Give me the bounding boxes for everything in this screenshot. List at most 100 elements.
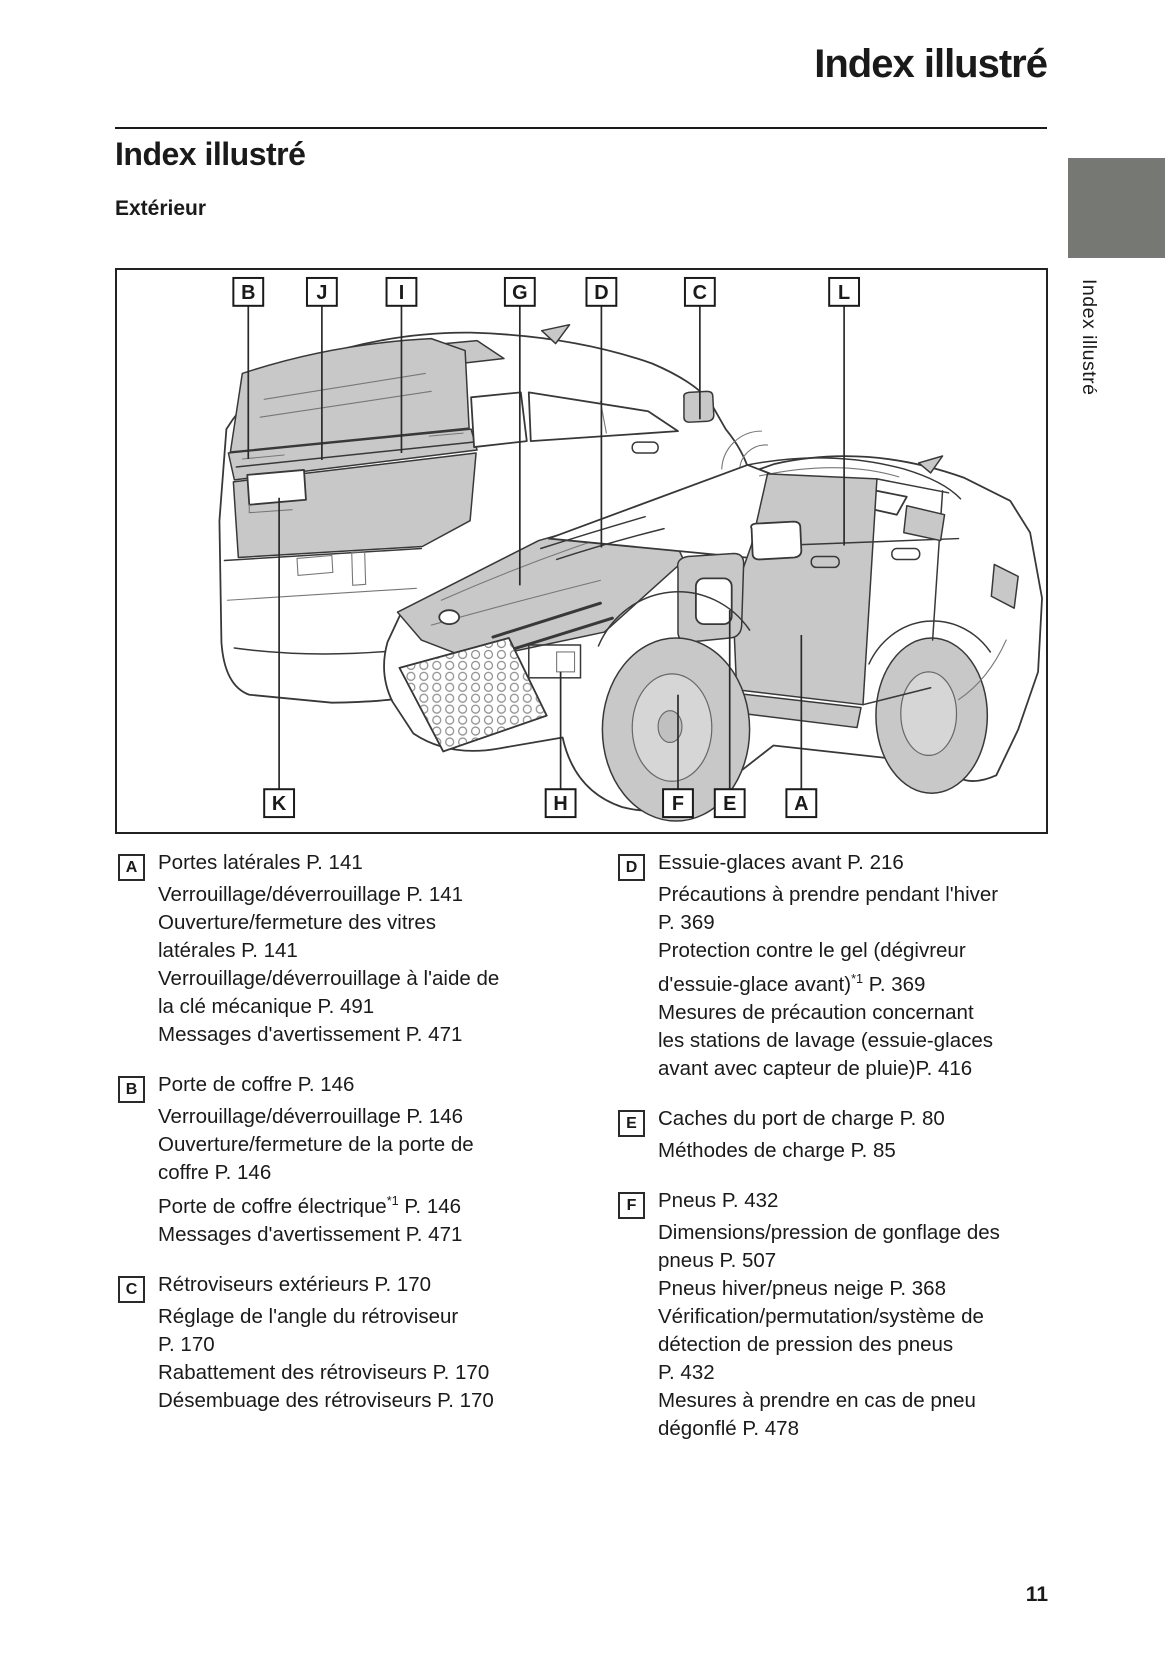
- chapter-tab-vertical-label: Index illustré: [1078, 279, 1100, 396]
- item-line: dégonflé P. 478: [618, 1415, 1098, 1443]
- rear-door-handle: [891, 547, 921, 561]
- item-line: Verrouillage/déverrouillage à l'aide de: [118, 965, 598, 993]
- callout-letter-F: F: [672, 793, 684, 815]
- item-line: Précautions à prendre pendant l'hiver: [618, 881, 1098, 909]
- callout-letter-I: I: [399, 282, 405, 304]
- callout-box-B: [232, 276, 265, 307]
- item-line: P. 432: [618, 1359, 1098, 1387]
- taillight: [990, 563, 1019, 609]
- callout-letter-K: K: [272, 793, 287, 815]
- callout-letter-H: H: [553, 793, 567, 815]
- item-letter-badge: D: [618, 854, 645, 881]
- item-line: Messages d'avertissement P. 471: [118, 1221, 598, 1249]
- item-line-text: Ouverture/fermeture des vitres: [158, 911, 436, 934]
- callout-letter-L: L: [838, 282, 850, 304]
- item-line: détection de pression des pneus: [618, 1331, 1098, 1359]
- item-line: Pneus hiver/pneus neige P. 368: [618, 1275, 1098, 1303]
- callout-letter-E: E: [723, 793, 736, 815]
- item-line-text: Précautions à prendre pendant l'hiver: [658, 883, 999, 906]
- item-line-text: dégonflé P. 478: [658, 1416, 799, 1440]
- callout-box-E: [713, 788, 746, 819]
- item-line-text: la clé mécanique P. 491: [158, 995, 375, 1018]
- rear-pillar-garnish: [903, 504, 946, 542]
- item-line: latérales P. 141: [118, 937, 598, 965]
- item-line-text: Porte de coffre électrique*1 P. 146: [158, 1193, 462, 1218]
- item-line: pneus P. 507: [618, 1247, 1098, 1275]
- rear-window: [229, 337, 470, 453]
- item-line-text: Vérification/permutation/système de: [658, 1304, 984, 1328]
- item-line: Porte de coffre électrique*1 P. 146: [118, 1187, 598, 1221]
- item-line-text: P. 369: [658, 911, 715, 934]
- callout-box-H: [544, 788, 577, 819]
- exterior-figure: B J I G D C L K H F E A: [115, 268, 1048, 834]
- item-line: P. 170: [118, 1331, 598, 1359]
- item-line: Mesures à prendre en cas de pneu: [618, 1387, 1098, 1415]
- item-letter-badge: C: [118, 1275, 145, 1303]
- item-line: avant avec capteur de pluie)P. 416: [618, 1055, 1098, 1083]
- item-line: Mesures de précaution concernant: [618, 999, 1098, 1027]
- item-line-text: Verrouillage/déverrouillage à l'aide de: [158, 967, 500, 990]
- item-line-text: Messages d'avertissement P. 471: [158, 1023, 463, 1046]
- item-line-text: P. 170: [158, 1332, 215, 1356]
- chapter-tab-marker: [1068, 158, 1165, 258]
- callout-letter-G: G: [512, 282, 527, 304]
- callout-letter-C: C: [693, 282, 707, 304]
- item-line-text: Rabattement des rétroviseurs P. 170: [158, 1360, 490, 1384]
- item-line-text: Verrouillage/déverrouillage P. 146: [158, 1105, 464, 1128]
- callout-box-J: [305, 276, 338, 307]
- callout-letter-B: B: [241, 282, 255, 304]
- brand-emblem: [438, 609, 461, 626]
- callout-box-K: [263, 788, 296, 819]
- callout-box-G: [503, 276, 536, 307]
- callout-letter-D: D: [594, 282, 608, 304]
- item-line-text: Désembuage des rétroviseurs P. 170: [158, 1388, 494, 1412]
- item-line: les stations de lavage (essuie-glaces: [618, 1027, 1098, 1055]
- item-line-text: Portes latérales P. 141: [158, 851, 363, 874]
- callout-box-I: [385, 276, 418, 307]
- item-line-text: latérales P. 141: [158, 939, 298, 962]
- item-line-text: Pneus hiver/pneus neige P. 368: [658, 1276, 946, 1300]
- item-line: B Porte de coffre P. 146: [118, 1071, 598, 1103]
- rear-car-illustration: [218, 323, 769, 704]
- subsection-title: Extérieur: [115, 197, 207, 220]
- item-line-text: pneus P. 507: [658, 1248, 777, 1272]
- page-number: 11: [1025, 1583, 1048, 1606]
- charge-port-lid: [694, 577, 733, 626]
- item-line-text: Verrouillage/déverrouillage P. 141: [158, 883, 464, 906]
- item-line: Protection contre le gel (dégivreur: [618, 937, 1098, 965]
- callout-letter-A: A: [794, 793, 808, 815]
- item-line-text: Mesures à prendre en cas de pneu: [658, 1388, 976, 1412]
- callout-box-C: [683, 276, 716, 307]
- item-line-text: d'essuie-glace avant)*1 P. 369: [658, 971, 926, 996]
- callout-letter-J: J: [316, 282, 327, 304]
- item-letter-badge: E: [618, 1109, 645, 1137]
- item-line-text: Mesures de précaution concernant: [658, 1000, 974, 1024]
- rear-quarter-glass: [470, 391, 528, 448]
- item-line: Dimensions/pression de gonflage des: [618, 1219, 1098, 1247]
- section-title: Index illustré: [115, 136, 306, 172]
- item-line: Verrouillage/déverrouillage P. 146: [118, 1103, 598, 1131]
- item-letter-badge: B: [118, 1076, 145, 1103]
- rear-car-mirror: [683, 390, 715, 423]
- item-letter-badge: A: [118, 854, 145, 881]
- item-line: coffre P. 146: [118, 1159, 598, 1187]
- item-line: A Portes latérales P. 141: [118, 849, 598, 881]
- callout-box-D: [585, 276, 618, 307]
- item-line: Ouverture/fermeture de la porte de: [118, 1131, 598, 1159]
- item-line: Ouverture/fermeture des vitres: [118, 909, 598, 937]
- callout-box-A: [785, 788, 818, 819]
- headlight: [491, 601, 602, 639]
- item-line-text: Porte de coffre P. 146: [158, 1073, 355, 1096]
- rear-car-door-handle: [631, 441, 659, 454]
- item-line-text: détection de pression des pneus: [658, 1332, 954, 1356]
- item-line-text: avant avec capteur de pluie)P. 416: [658, 1056, 973, 1080]
